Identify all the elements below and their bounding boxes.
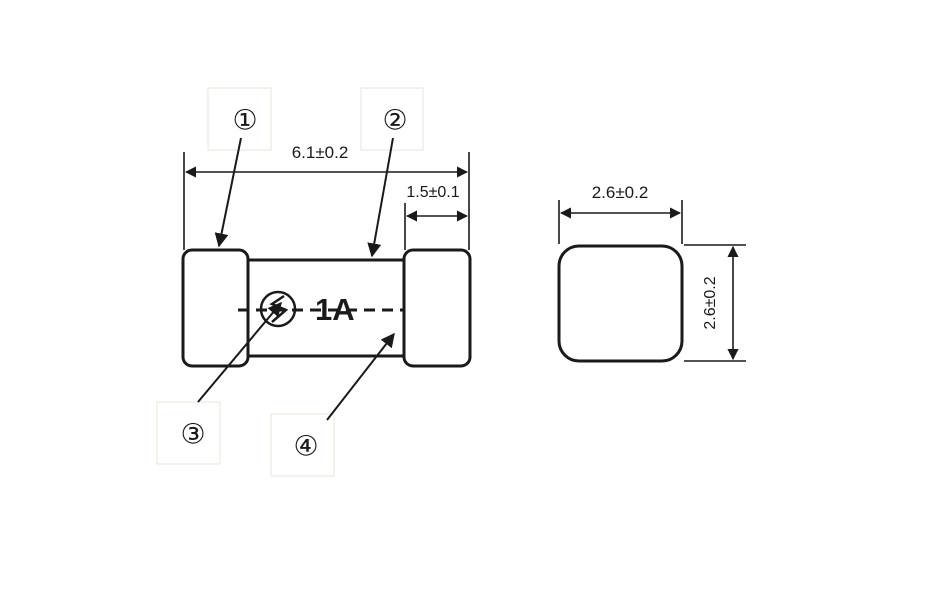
fuse-end-view xyxy=(557,244,684,363)
callout-label-4: ④ xyxy=(293,430,318,463)
dimension-cap-length xyxy=(404,203,469,250)
callout-label-3: ③ xyxy=(180,418,205,451)
callout-label-2: ② xyxy=(382,104,407,137)
leader-1 xyxy=(214,137,242,248)
leader-4 xyxy=(326,332,395,421)
leader-2 xyxy=(367,137,394,258)
total-length-label: 6.1±0.2 xyxy=(292,143,349,162)
callout-box-3 xyxy=(156,401,221,465)
callout-label-1: ① xyxy=(232,104,257,137)
fuse-end-cap-right xyxy=(402,248,472,368)
end-width-label: 2.6±0.2 xyxy=(592,183,649,202)
leader-lines xyxy=(197,137,395,421)
end-height-label: 2.6±0.2 xyxy=(702,276,719,329)
dimension-end-width xyxy=(558,200,683,244)
dimension-end-height xyxy=(684,244,746,362)
dimension-total-length xyxy=(183,152,470,250)
cap-length-label: 1.5±0.1 xyxy=(406,184,459,201)
callout-box-2 xyxy=(360,87,424,151)
callout-box-4 xyxy=(270,413,335,477)
leader-3 xyxy=(197,301,282,403)
fuse-side-view xyxy=(181,248,472,368)
fuse-end-cap-left xyxy=(181,248,250,368)
